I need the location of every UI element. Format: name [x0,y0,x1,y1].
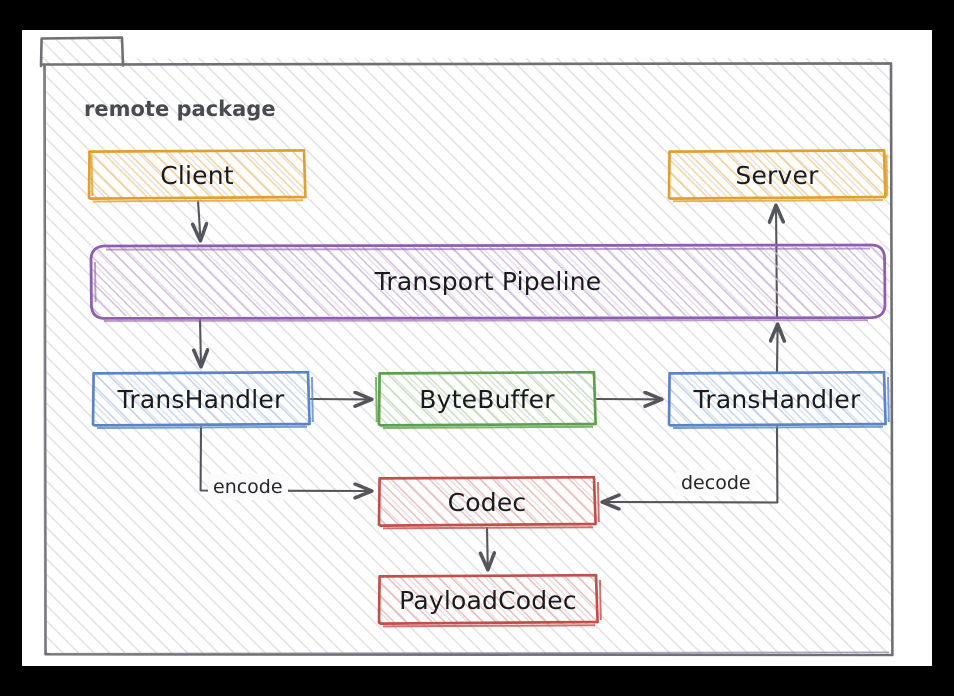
node-label-bytebuffer: ByteBuffer [419,384,555,414]
node-client [87,149,307,203]
edges-group [198,199,779,569]
edge-handler-left-to-codec [199,425,371,491]
node-transhandler-left [91,370,314,429]
node-label-payloadcodec: PayloadCodec [399,585,577,615]
node-label-transhandler-left: TransHandler [117,384,285,414]
nodes-group [87,149,890,628]
node-transport-pipeline [89,243,887,322]
edge-label-decode: decode [676,470,756,496]
edge-client-to-pipeline [198,199,200,240]
node-bytebuffer [375,370,597,429]
edge-codec-to-payloadcodec [487,526,488,569]
node-label-transhandler-right: TransHandler [693,384,861,414]
package-name-label: remote package [84,97,276,121]
node-label-client: Client [160,160,234,190]
node-label-server: Server [735,160,819,190]
edge-handler-right-to-codec [603,425,779,503]
package-container [39,36,894,657]
node-label-codec: Codec [447,487,527,517]
node-label-transport-pipeline: Transport Pipeline [374,267,602,296]
edge-handler-right-to-pipeline [777,325,778,374]
edge-pipeline-to-handler-left [200,317,201,366]
edge-label-encode: encode [208,474,288,500]
edge-pipeline-to-server [776,206,777,320]
node-payloadcodec [377,573,602,628]
node-server [667,149,889,203]
node-codec [377,475,600,530]
node-transhandler-right [667,370,890,429]
